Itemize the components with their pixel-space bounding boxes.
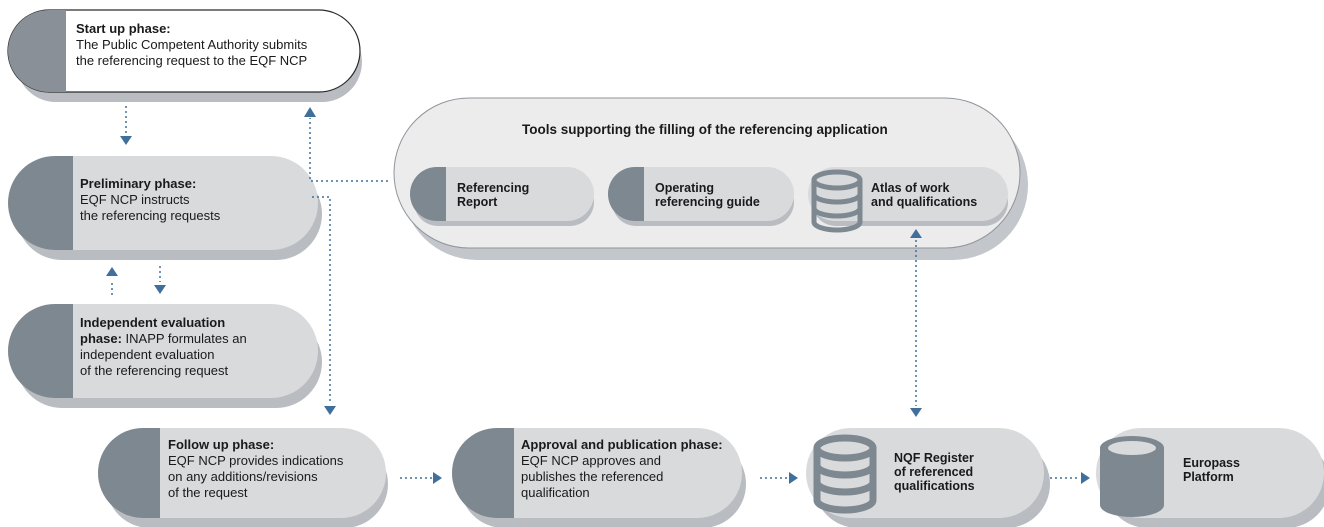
- europass-platform-label: Europass Platform: [1183, 456, 1240, 484]
- preliminary-phase-box: [8, 156, 322, 260]
- independent-phase-title: Independent evaluation: [80, 315, 226, 330]
- tool-label-line: Operating: [655, 181, 715, 195]
- arrow-down: [120, 136, 132, 145]
- startup-phase-text: Start up phase: The Public Competent Aut…: [76, 21, 307, 69]
- followup-phase-line: on any additions/revisions: [168, 469, 318, 484]
- approval-phase-title: Approval and publication phase:: [521, 437, 723, 452]
- tool-label-line: Report: [457, 195, 498, 209]
- startup-phase-line: the referencing request to the EQF NCP: [76, 53, 308, 68]
- cylinder-icon: [1100, 436, 1164, 517]
- arrow-up: [106, 267, 118, 276]
- nqf-label-line: of referenced: [894, 465, 974, 479]
- connectors: [111, 106, 1080, 479]
- arrow-down: [910, 408, 922, 417]
- tool-label-line: Atlas of work: [871, 181, 950, 195]
- followup-phase-box: [98, 428, 388, 527]
- tool-label-line: referencing guide: [655, 195, 760, 209]
- arrow-up: [304, 107, 316, 117]
- arrow-up: [910, 229, 922, 238]
- startup-phase-box: [7, 9, 362, 102]
- nqf-label-line: qualifications: [894, 479, 975, 493]
- database-icon: [813, 434, 877, 514]
- preliminary-phase-title: Preliminary phase:: [80, 176, 197, 191]
- arrow-down: [324, 406, 336, 415]
- approval-phase-line: qualification: [521, 485, 590, 500]
- startup-phase-title: Start up phase:: [76, 21, 171, 36]
- tools-panel-title: Tools supporting the filling of the refe…: [522, 122, 888, 137]
- independent-phase-line: of the referencing request: [80, 363, 229, 378]
- preliminary-phase-text: Preliminary phase: EQF NCP instructs the…: [80, 176, 220, 224]
- tool-label-line: and qualifications: [871, 195, 978, 209]
- database-icon: [811, 169, 863, 233]
- europass-label-line: Platform: [1183, 470, 1234, 484]
- preliminary-phase-line: the referencing requests: [80, 208, 221, 223]
- independent-evaluation-box: [8, 304, 322, 408]
- tool-referencing-report: Referencing Report: [457, 181, 529, 209]
- approval-phase-text: Approval and publication phase: EQF NCP …: [521, 437, 723, 501]
- followup-phase-text: Follow up phase: EQF NCP provides indica…: [168, 437, 343, 501]
- independent-phase-line: INAPP formulates an: [121, 331, 247, 346]
- followup-phase-line: of the request: [168, 485, 248, 500]
- arrowheads: [106, 107, 1090, 484]
- independent-phase-title-cont: phase:: [80, 331, 122, 346]
- preliminary-phase-line: EQF NCP instructs: [80, 192, 190, 207]
- arrow-right: [433, 472, 442, 484]
- arrow-down: [154, 285, 166, 294]
- tool-operating-guide: Operating referencing guide: [655, 181, 760, 209]
- tool-label-line: Referencing: [457, 181, 530, 195]
- europass-label-line: Europass: [1183, 456, 1240, 470]
- arrow-right: [1081, 472, 1090, 484]
- independent-phase-line: independent evaluation: [80, 347, 215, 362]
- tools-panel: [393, 97, 1028, 260]
- followup-phase-line: EQF NCP provides indications: [168, 453, 344, 468]
- independent-phase-text: Independent evaluation phase: INAPP form…: [80, 315, 247, 379]
- nqf-label-line: NQF Register: [894, 451, 974, 465]
- startup-phase-line: The Public Competent Authority submits: [76, 37, 308, 52]
- approval-phase-line: EQF NCP approves and: [521, 453, 661, 468]
- arrow-right: [789, 472, 798, 484]
- nqf-register-label: NQF Register of referenced qualification…: [894, 451, 975, 493]
- followup-phase-title: Follow up phase:: [168, 437, 275, 452]
- approval-phase-line: publishes the referenced: [521, 469, 664, 484]
- tool-atlas: Atlas of work and qualifications: [871, 181, 977, 209]
- approval-phase-box: [452, 428, 746, 527]
